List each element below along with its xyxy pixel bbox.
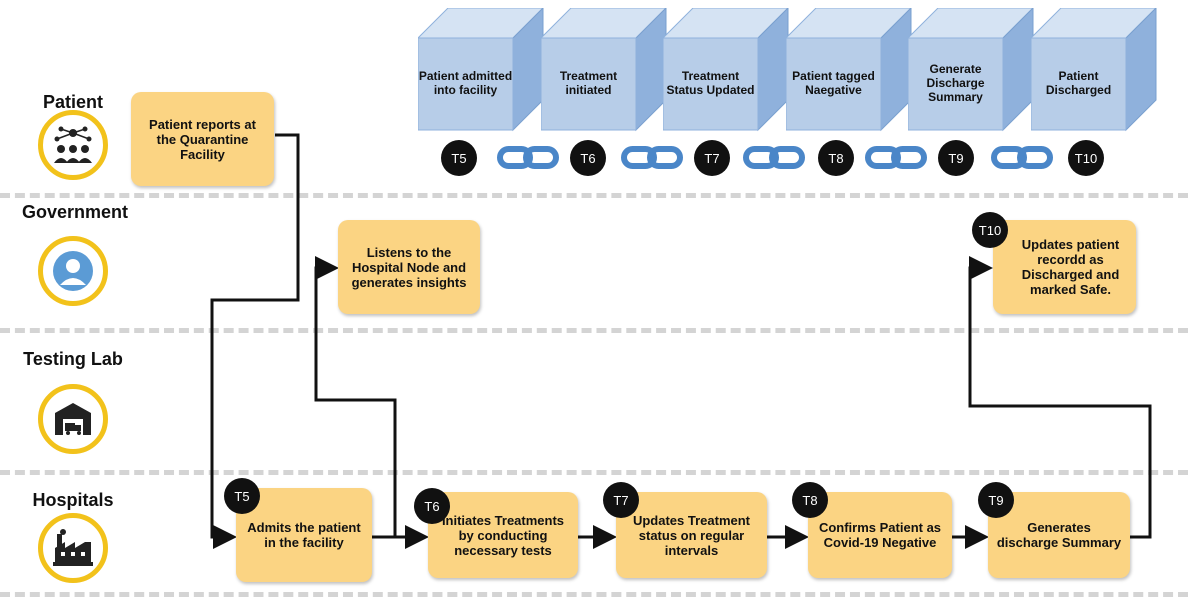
block-treatment-status-updated: Treatment Status Updated (663, 8, 808, 133)
hospital-step-admit: Admits the patient in the facility (236, 488, 372, 582)
block-badge-t10: T10 (1068, 140, 1104, 176)
block-badge-t6: T6 (570, 140, 606, 176)
lane-divider-4 (0, 592, 1188, 597)
lane-label-patient: Patient (42, 92, 103, 112)
block-label: Generate Discharge Summary (926, 62, 985, 104)
block-badge-t9: T9 (938, 140, 974, 176)
lane-label-government: Government (21, 202, 129, 222)
hospital-step-treatment: Initiates Treatments by conducting neces… (428, 492, 578, 578)
hospital-step-badge: T7 (603, 482, 639, 518)
lane-label-testing-lab: Testing Lab (23, 349, 123, 369)
block-label: Patient admitted into facility (418, 69, 513, 97)
block-patient-admitted: Patient admitted into facility (418, 8, 563, 133)
block-patient-discharged: Patient Discharged (1031, 8, 1176, 133)
discharge-update-step: Updates patient recordd as Discharged an… (993, 220, 1136, 314)
block-badge-t7: T7 (694, 140, 730, 176)
block-generate-discharge-summary: Generate Discharge Summary (908, 8, 1053, 133)
arrow-patient-to-admit (210, 133, 300, 549)
block-label: Treatment initiated (559, 69, 618, 97)
lane-label-hospitals: Hospitals (32, 490, 114, 510)
government-insights-step: Listens to the Hospital Node and generat… (338, 220, 480, 314)
hospital-step-badge: T8 (792, 482, 828, 518)
block-patient-tagged-negative: Patient tagged Naegative (786, 8, 931, 133)
patient-group-icon (38, 110, 108, 180)
hospital-step-badge: T6 (414, 488, 450, 524)
user-profile-icon (38, 236, 108, 306)
block-label: Treatment Status Updated (666, 69, 755, 97)
hospital-step-update: Updates Treatment status on regular inte… (616, 492, 767, 578)
block-label: Patient Discharged (1045, 69, 1112, 97)
hospital-step-badge: T5 (224, 478, 260, 514)
arrow-generate-to-discharge (968, 256, 1152, 539)
block-label: Patient tagged Naegative (792, 69, 875, 97)
hospital-step-confirm: Confirms Patient as Covid-19 Negative (808, 492, 952, 578)
discharge-step-badge: T10 (972, 212, 1008, 248)
block-badge-t8: T8 (818, 140, 854, 176)
lane-divider-3 (0, 470, 1188, 475)
hospital-step-badge: T9 (978, 482, 1014, 518)
block-badge-t5: T5 (441, 140, 477, 176)
warehouse-truck-icon (38, 384, 108, 454)
patient-report-step: Patient reports at the Quarantine Facili… (131, 92, 274, 186)
lane-divider-2 (0, 328, 1188, 333)
factory-icon (38, 513, 108, 583)
lane-divider-1 (0, 193, 1188, 198)
